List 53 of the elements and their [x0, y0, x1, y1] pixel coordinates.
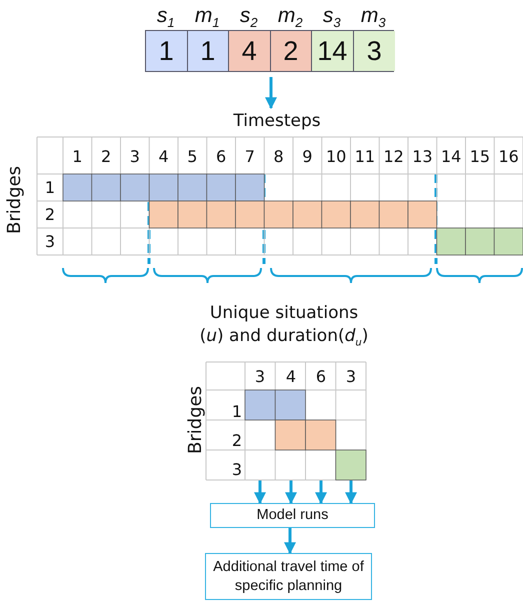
value-vector	[145, 30, 394, 72]
table-header: 14	[440, 149, 462, 165]
table-header: 11	[354, 149, 376, 165]
value-cell: 3	[354, 31, 395, 71]
table-header: 16	[498, 149, 519, 165]
arrow	[285, 480, 297, 504]
table-header: 5	[187, 149, 198, 165]
box-text: Additional travel time of specific planning	[212, 558, 365, 596]
axis-title: Bridges	[187, 386, 205, 454]
table-header: 15	[470, 149, 490, 165]
arrow	[284, 528, 296, 554]
variable-label: s$_{1}$	[156, 5, 175, 30]
table-header: 3	[44, 234, 56, 250]
table-header: 3	[346, 369, 356, 385]
variable-label: m$_{2}$	[278, 5, 303, 30]
table-header: 1	[44, 180, 56, 196]
value-cell: 1	[188, 31, 229, 71]
axis-title: Bridges	[6, 166, 24, 234]
arrow	[254, 480, 266, 504]
table-header: 4	[158, 149, 169, 165]
arrow	[315, 480, 327, 504]
table-header: 9	[302, 149, 312, 165]
table-header: 2	[232, 433, 242, 449]
table-title: Timesteps	[233, 110, 321, 133]
table-header: 1	[232, 404, 242, 420]
table-header: 8	[274, 149, 284, 165]
value-cell: 2	[270, 31, 312, 71]
table-header: 3	[130, 149, 140, 165]
variable-label: s$_{3}$	[322, 5, 341, 30]
table-header: 10	[326, 149, 346, 165]
process-box	[210, 503, 375, 528]
table-header: 6	[316, 369, 326, 385]
variable-label: m$_{1}$	[194, 5, 220, 30]
table-header: 1	[72, 149, 82, 165]
value-cell: 14	[312, 31, 354, 71]
box-text: Model runs	[256, 506, 328, 525]
table-header: 3	[232, 462, 242, 478]
table-header: 2	[44, 207, 56, 223]
table-header: 3	[254, 369, 266, 385]
table-header: 6	[216, 149, 226, 165]
table-header: 7	[244, 149, 255, 165]
variable-label: m$_{3}$	[360, 5, 386, 30]
table-header: 4	[286, 369, 296, 385]
process-box	[205, 553, 372, 600]
arrow	[345, 480, 357, 504]
variable-label: s$_{2}$	[240, 5, 258, 30]
value-cell: 1	[146, 31, 188, 71]
table-header: 2	[101, 149, 112, 165]
table-title: Unique situations (u) and duration(d$_{u}$)	[198, 302, 370, 350]
arrow	[265, 77, 277, 110]
table-header: 12	[383, 149, 404, 165]
table-header: 13	[412, 149, 433, 165]
value-cell: 4	[229, 31, 270, 71]
